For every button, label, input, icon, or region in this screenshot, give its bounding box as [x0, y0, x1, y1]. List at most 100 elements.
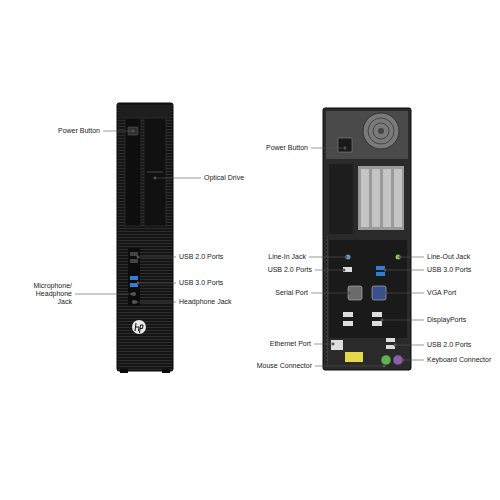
ethernet-port: [331, 340, 343, 350]
line-out-jack: [396, 255, 401, 260]
foot: [120, 369, 128, 373]
part-label: Optical Drive: [204, 174, 244, 182]
leader-line: [155, 178, 201, 179]
usb2-port: [386, 338, 395, 342]
leader-line: [138, 257, 176, 258]
slot-cover: [361, 169, 369, 227]
leader-dot: [385, 292, 387, 294]
leader-dot: [137, 256, 139, 258]
leader-line: [315, 366, 384, 367]
displayport: [372, 321, 382, 326]
usb3-port: [376, 272, 385, 276]
usb2-port: [130, 252, 138, 256]
back-tower: [323, 108, 411, 370]
part-label: VGA Port: [427, 289, 456, 297]
leader-dot: [345, 256, 347, 258]
leader-dot: [131, 293, 133, 295]
hp-logo: [132, 320, 146, 334]
usb3-port: [130, 276, 138, 280]
mouse-connector: [381, 355, 391, 365]
leader-dot: [394, 344, 396, 346]
power-inlet: [338, 138, 352, 152]
front-tower: [117, 103, 173, 373]
fan-grille: [368, 118, 394, 144]
part-label: USB 3.0 Ports: [179, 279, 223, 287]
line-in-jack: [346, 255, 351, 260]
leader-line: [309, 257, 346, 258]
leader-line: [400, 257, 424, 258]
leader-line: [403, 360, 424, 361]
serial-port: [348, 286, 362, 300]
part-label: USB 3.0 Ports: [427, 266, 471, 274]
part-label: Power Button: [58, 127, 100, 135]
port-panel: [128, 248, 140, 306]
part-label: DisplayPorts: [427, 316, 466, 324]
front-top-band: [119, 105, 171, 119]
leader-line: [103, 131, 133, 132]
sticker: [345, 352, 363, 362]
displayport: [372, 312, 382, 317]
leader-line: [314, 344, 333, 345]
drive-slot: [147, 172, 163, 173]
usb2-port: [343, 312, 353, 317]
part-label: Ethernet Port: [270, 340, 311, 348]
fan-hub: [378, 128, 384, 134]
leader-line: [311, 293, 349, 294]
leader-dot: [154, 177, 156, 179]
leader-line: [385, 270, 424, 271]
usb2-port: [343, 321, 353, 326]
leader-line: [386, 293, 424, 294]
leader-line: [382, 320, 424, 321]
part-label: Headphone Jack: [179, 298, 232, 306]
leader-dot: [135, 301, 137, 303]
leader-line: [136, 302, 176, 303]
leader-line: [138, 283, 176, 284]
leader-dot: [343, 269, 345, 271]
part-label: Power Button: [266, 144, 308, 152]
part-label: Microphone/ Headphone Jack: [20, 282, 72, 306]
leader-line: [395, 345, 424, 346]
foot: [162, 369, 170, 373]
part-label: USB 2.0 Ports: [427, 341, 471, 349]
usb2-port: [130, 259, 138, 263]
leader-dot: [348, 292, 350, 294]
leader-dot: [383, 365, 385, 367]
leader-dot: [384, 269, 386, 271]
hp-logo-mark: [135, 323, 143, 333]
slot-cover: [372, 169, 380, 227]
slot-cover: [394, 169, 402, 227]
part-label: USB 2.0 Ports: [268, 266, 312, 274]
front-body: [117, 103, 173, 371]
leader-dot: [381, 319, 383, 321]
part-label: Line-Out Jack: [427, 253, 470, 261]
usb2-port: [343, 267, 352, 272]
leader-dot: [332, 343, 334, 345]
back-panel: [329, 164, 353, 234]
leader-dot: [344, 147, 346, 149]
optical-drive: [144, 118, 166, 226]
slot-cover: [383, 169, 391, 227]
psu-fan: [363, 113, 399, 149]
part-label: Keyboard Connector: [427, 356, 491, 364]
expansion-slots: [358, 166, 404, 230]
side-vent: [326, 236, 328, 364]
leader-dot: [399, 256, 401, 258]
vga-port: [372, 286, 386, 300]
leader-dot: [137, 282, 139, 284]
leader-dot: [132, 130, 134, 132]
leader-line: [75, 294, 132, 295]
psu-plate: [326, 111, 408, 159]
io-panel: [329, 240, 407, 338]
part-label: USB 2.0 Ports: [179, 253, 223, 261]
leader-lines: [75, 130, 424, 367]
leader-line: [311, 148, 345, 149]
part-label: Mouse Connector: [257, 362, 312, 370]
leader-dot: [402, 359, 404, 361]
part-label: Serial Port: [275, 289, 308, 297]
part-label: Line-In Jack: [268, 253, 306, 261]
back-body: [323, 108, 411, 370]
drive-bay: [125, 118, 141, 226]
leader-line: [315, 270, 344, 271]
